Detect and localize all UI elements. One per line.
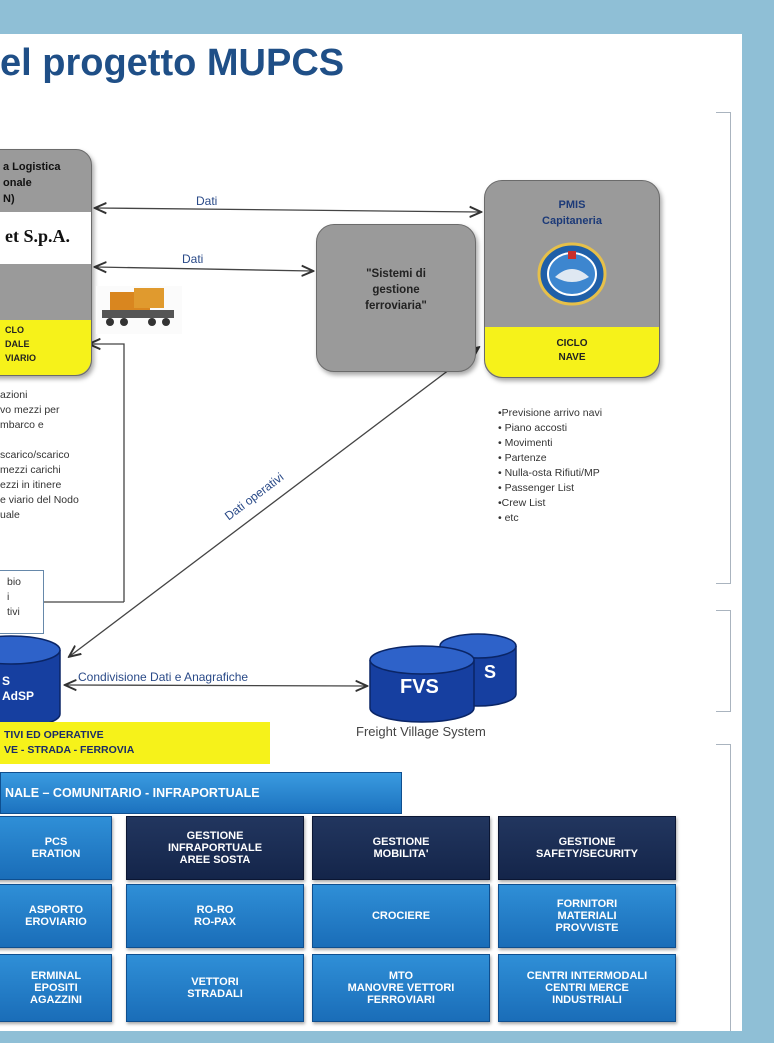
bracket-bottom bbox=[716, 744, 731, 1031]
company-name: et S.p.A. bbox=[5, 226, 71, 246]
fvs-database-icon bbox=[369, 633, 517, 723]
service-tile: GESTIONE SAFETY/SECURITY bbox=[498, 816, 676, 880]
service-tile: ASPORTO EROVIARIO bbox=[0, 884, 112, 948]
service-tile-label: ASPORTO EROVIARIO bbox=[25, 904, 87, 928]
left-bullet: mbarco e bbox=[0, 419, 44, 431]
company-logo-band: et S.p.A. bbox=[0, 212, 91, 264]
service-tile-label: GESTIONE INFRAPORTUALE AREE SOSTA bbox=[167, 830, 263, 866]
fvs-back-label: S bbox=[484, 662, 497, 682]
yellow-banner-line2: VE - STRADA - FERROVIA bbox=[4, 744, 135, 756]
logistics-line2: onale bbox=[3, 177, 32, 189]
service-tile-label: CENTRI INTERMODALI CENTRI MERCE INDUSTRI… bbox=[526, 970, 648, 1006]
left-bullet: ezzi in itinere bbox=[0, 479, 62, 491]
pmis-bullet: • Movimenti bbox=[498, 437, 553, 449]
left-bullet: scarico/scarico bbox=[0, 449, 70, 461]
service-tile: PCS ERATION bbox=[0, 816, 112, 880]
slide-canvas: el progetto MUPCS a Logistica onale N) e… bbox=[0, 34, 742, 1031]
service-tile: CENTRI INTERMODALI CENTRI MERCE INDUSTRI… bbox=[498, 954, 676, 1022]
logistics-line3: N) bbox=[3, 193, 15, 205]
cycle-ship-line1: CICLO bbox=[556, 338, 588, 349]
left-bullet: e viario del Nodo bbox=[0, 494, 79, 506]
fvs-label: FVS bbox=[400, 676, 439, 698]
service-tile-label: GESTIONE MOBILITA' bbox=[372, 836, 430, 860]
bracket-top bbox=[716, 112, 731, 584]
railway-line2: gestione bbox=[372, 284, 420, 296]
service-tile: VETTORI STRADALI bbox=[126, 954, 304, 1022]
service-tile-label: GESTIONE SAFETY/SECURITY bbox=[535, 836, 639, 860]
condivisione-arrow bbox=[66, 685, 366, 686]
railway-line3: ferroviaria" bbox=[365, 300, 427, 312]
pmis-title: PMIS bbox=[558, 199, 586, 211]
left-bullet: mezzi carichi bbox=[0, 464, 61, 476]
coast-guard-seal-icon bbox=[537, 242, 607, 306]
service-tile-label: RO-RO RO-PAX bbox=[194, 904, 236, 928]
train-image bbox=[96, 286, 182, 334]
left-bullet: vo mezzi per bbox=[0, 404, 60, 416]
logistics-box: a Logistica onale N) et S.p.A. CLO DALE … bbox=[0, 149, 92, 376]
cycle-road-rail-band: CLO DALE VIARIO bbox=[0, 320, 91, 375]
service-tile: FORNITORI MATERIALI PROVVISTE bbox=[498, 884, 676, 948]
pmis-bullet-list: •Previsione arrivo navi • Piano accosti … bbox=[498, 406, 602, 526]
fvs-caption: Freight Village System bbox=[356, 724, 486, 739]
dati-label-mid: Dati bbox=[182, 252, 204, 266]
adsp-database-icon bbox=[0, 635, 61, 729]
left-bullet: azioni bbox=[0, 389, 28, 401]
adsp-db-line1: S bbox=[2, 674, 11, 688]
service-tile: CROCIERE bbox=[312, 884, 490, 948]
cycle-line1: CLO bbox=[5, 325, 24, 335]
exchange-line1: bio bbox=[7, 576, 22, 588]
cycle-ship-line2: NAVE bbox=[558, 352, 586, 363]
service-tile-label: PCS ERATION bbox=[31, 836, 81, 860]
railway-systems-box: "Sistemi di gestione ferroviaria" bbox=[316, 224, 476, 372]
pmis-bullet: • Partenze bbox=[498, 452, 547, 464]
dati-arrow-top bbox=[96, 208, 480, 212]
cycle-line2: DALE bbox=[5, 339, 30, 349]
left-bullet-list: azioni vo mezzi per mbarco e scarico/sca… bbox=[0, 388, 79, 523]
pmis-bullet: •Crew List bbox=[498, 497, 546, 509]
pmis-bullet: • Nulla-osta Rifiuti/MP bbox=[498, 467, 600, 479]
pmis-box: PMIS Capitaneria CICLO NAVE bbox=[484, 180, 660, 378]
blue-banner-text: NALE – COMUNITARIO - INFRAPORTUALE bbox=[5, 786, 260, 800]
pmis-subtitle: Capitaneria bbox=[542, 215, 602, 227]
slide-title: el progetto MUPCS bbox=[0, 42, 345, 84]
cycle-line3: VIARIO bbox=[5, 353, 37, 363]
connector-arrows bbox=[0, 34, 742, 1031]
exchange-line3: tivi bbox=[7, 606, 20, 618]
exchange-line2: i bbox=[7, 591, 10, 603]
pmis-bullet: • Piano accosti bbox=[498, 422, 568, 434]
service-tile: GESTIONE MOBILITA' bbox=[312, 816, 490, 880]
pmis-bullet: •Previsione arrivo navi bbox=[498, 407, 603, 419]
exchange-box: bio i tivi bbox=[0, 570, 44, 634]
yellow-banner: TIVI ED OPERATIVE VE - STRADA - FERROVIA bbox=[0, 722, 270, 764]
service-tile: RO-RO RO-PAX bbox=[126, 884, 304, 948]
dati-arrow-mid bbox=[96, 267, 312, 271]
adsp-db-line2: AdSP bbox=[2, 689, 35, 703]
service-tile-label: MTO MANOVRE VETTORI FERROVIARI bbox=[347, 970, 455, 1006]
dati-label-top: Dati bbox=[196, 194, 218, 208]
service-tile-label: FORNITORI MATERIALI PROVVISTE bbox=[555, 898, 619, 934]
pmis-bullet: • etc bbox=[498, 512, 519, 524]
service-tile-label: ERMINAL EPOSITI AGAZZINI bbox=[30, 970, 82, 1006]
blue-banner: NALE – COMUNITARIO - INFRAPORTUALE bbox=[0, 772, 402, 814]
yellow-banner-line1: TIVI ED OPERATIVE bbox=[4, 729, 104, 741]
railway-line1: "Sistemi di bbox=[366, 268, 426, 280]
bracket-middle bbox=[716, 610, 731, 712]
cycle-ship-band: CICLO NAVE bbox=[485, 327, 659, 377]
left-bullet bbox=[0, 433, 79, 448]
pmis-bullet: • Passenger List bbox=[498, 482, 575, 494]
service-tile-label: VETTORI STRADALI bbox=[187, 976, 243, 1000]
dati-operativi-arrow bbox=[70, 348, 478, 656]
condivisione-label: Condivisione Dati e Anagrafiche bbox=[78, 670, 249, 684]
left-bullet: uale bbox=[0, 509, 20, 521]
service-tile: ERMINAL EPOSITI AGAZZINI bbox=[0, 954, 112, 1022]
feedback-line-outer bbox=[90, 344, 125, 602]
service-tile-label: CROCIERE bbox=[371, 910, 431, 922]
logistics-line1: a Logistica bbox=[3, 161, 61, 173]
service-tile: GESTIONE INFRAPORTUALE AREE SOSTA bbox=[126, 816, 304, 880]
service-tile: MTO MANOVRE VETTORI FERROVIARI bbox=[312, 954, 490, 1022]
